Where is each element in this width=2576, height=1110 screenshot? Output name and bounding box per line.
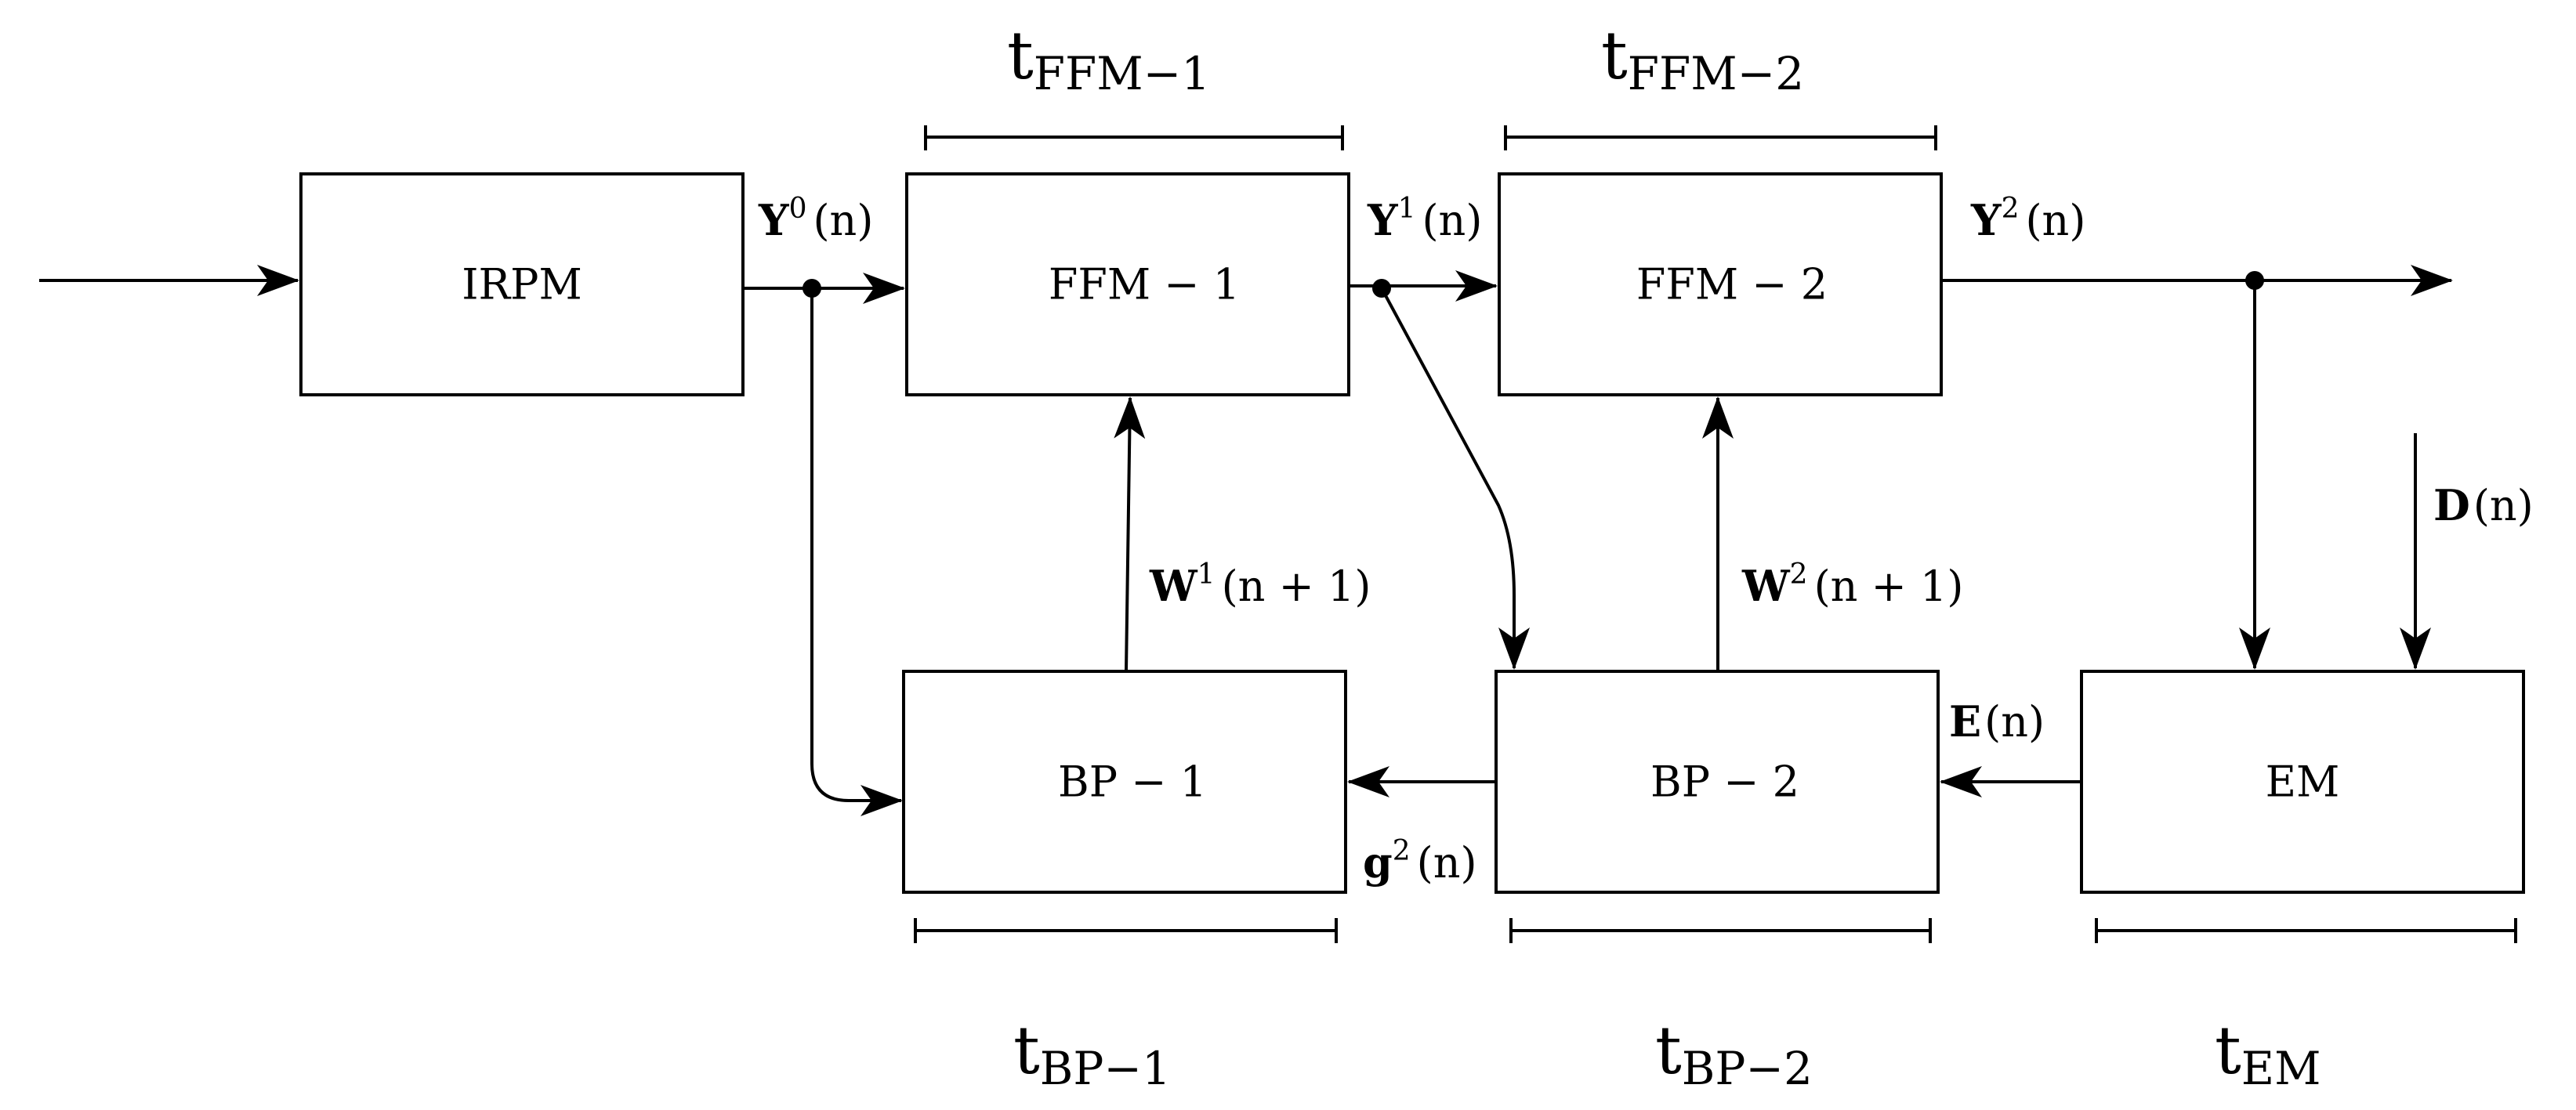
bp1-block: BP − 1 — [902, 670, 1347, 894]
irpm-block: IRPM — [299, 172, 745, 396]
bp2-label: BP − 2 — [1650, 757, 1799, 807]
g2-label: g2(n) — [1363, 835, 1477, 888]
bp1-label: BP − 1 — [1058, 757, 1207, 807]
em-block: EM — [2080, 670, 2525, 894]
ffm2-block: FFM − 2 — [1498, 172, 1943, 396]
timing-bracket-em — [2095, 918, 2517, 943]
em-label: EM — [2266, 757, 2340, 807]
t-ffm2-label: tFFM−2 — [1601, 17, 1804, 100]
ffm1-label: FFM − 1 — [1049, 260, 1240, 309]
irpm-label: IRPM — [462, 260, 582, 309]
y1-label: Y1(n) — [1367, 193, 1482, 245]
w1-label: W1(n + 1) — [1149, 559, 1371, 611]
w1-arrow — [1114, 396, 1146, 672]
w2-label: W2(n + 1) — [1741, 559, 1963, 611]
t-bp1-label: tBP−1 — [1013, 1012, 1171, 1095]
y2-label: Y2(n) — [1970, 193, 2085, 245]
d-label: D(n) — [2433, 480, 2534, 530]
t-ffm1-label: tFFM−1 — [1007, 17, 1210, 100]
timing-bracket-bp2 — [1509, 918, 1932, 943]
t-bp2-label: tBP−2 — [1655, 1012, 1813, 1095]
bp2-block: BP − 2 — [1495, 670, 1940, 894]
t-em-label: tEM — [2215, 1012, 2321, 1095]
ffm1-block: FFM − 1 — [905, 172, 1350, 396]
timing-bracket-ffm2 — [1504, 125, 1937, 150]
y0-label: Y0(n) — [758, 193, 873, 245]
timing-bracket-bp1 — [914, 918, 1338, 943]
timing-bracket-ffm1 — [924, 125, 1344, 150]
y1-to-bp2-arrow — [1380, 287, 1530, 670]
e-label: E(n) — [1949, 696, 2045, 747]
ffm2-label: FFM − 2 — [1636, 260, 1828, 309]
y0-to-bp1-arrow — [810, 288, 903, 816]
